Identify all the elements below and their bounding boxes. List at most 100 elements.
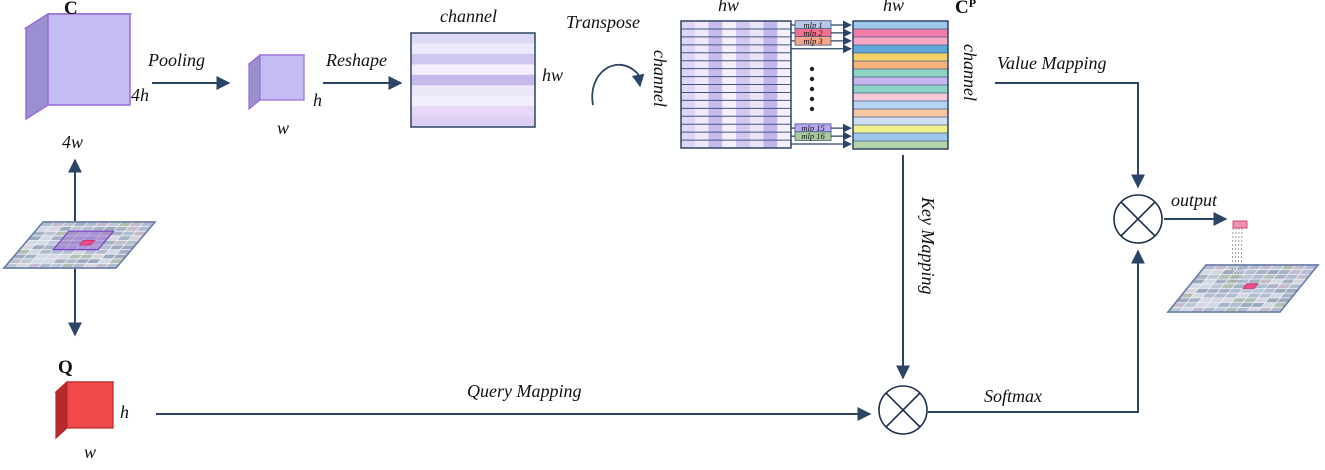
- grid-cell: [67, 254, 83, 259]
- grid-cell: [34, 240, 50, 245]
- mlp-label: mlp 3: [803, 36, 822, 46]
- c-prime-main: C: [955, 0, 969, 18]
- vertical-ellipsis: [809, 66, 815, 112]
- ellipsis-dot: [809, 86, 815, 92]
- mlp-label: mlp 2: [803, 28, 823, 38]
- softmax-arrow: [928, 249, 1145, 413]
- output-stripe: [853, 29, 948, 37]
- reshape-row: [411, 43, 535, 55]
- grid-cell: [1201, 307, 1217, 312]
- grid-border: [2, 221, 157, 269]
- grid-cell: [68, 226, 84, 232]
- mlp-box: [794, 36, 832, 46]
- grid-cell: [1227, 302, 1243, 308]
- reshaped-matrix: [411, 33, 535, 128]
- reshape-row: [411, 74, 535, 86]
- grid-cell: [45, 254, 61, 259]
- reshape-row: [411, 106, 535, 117]
- mlp-label: mlp 16: [801, 131, 825, 141]
- grid-cell: [86, 258, 102, 264]
- dim-4h-label: 4h: [131, 85, 149, 105]
- c-cube-side: [25, 12, 49, 121]
- grid-cell: [82, 263, 98, 268]
- channel-right-rot-label: channel: [960, 44, 980, 101]
- q-cube-front: [66, 381, 114, 429]
- dim-h-label: h: [313, 90, 322, 110]
- output-stripe: [853, 101, 948, 109]
- reshaped-matrix-border: [410, 32, 536, 128]
- grid-cell: [1276, 283, 1292, 289]
- grid-cell: [106, 222, 122, 227]
- grid-cell: [105, 249, 121, 255]
- output-multiply-icon: [1113, 194, 1163, 244]
- grid-cell: [1179, 307, 1195, 312]
- grid-cell: [1194, 302, 1210, 308]
- output-stripe: [853, 37, 948, 45]
- channel-top-label: channel: [440, 6, 497, 26]
- grid-cell: [1242, 297, 1258, 303]
- grid-cell: [1273, 274, 1288, 280]
- q-query-cube: [54, 380, 115, 440]
- dim-hq-label: h: [120, 402, 129, 422]
- grid-cell: [1250, 302, 1266, 308]
- grid-cell: [117, 235, 133, 241]
- grid-cell: [1231, 283, 1247, 289]
- grid-cell: [1235, 307, 1251, 312]
- output-stripe: [853, 93, 948, 101]
- projection-line: [1240, 227, 1243, 285]
- grid-cell: [15, 263, 31, 268]
- transposed-matrix-border: [680, 20, 792, 149]
- reshape-row: [411, 116, 535, 128]
- grid-cell: [1291, 265, 1307, 270]
- grid-cell: [1198, 283, 1214, 289]
- grid-cell: [71, 249, 87, 255]
- dim-4w-label: 4w: [62, 132, 83, 152]
- grid-cell: [34, 254, 50, 259]
- hw-top-left-label: hw: [718, 0, 739, 15]
- grid-cell: [1220, 283, 1236, 289]
- q-label: Q: [58, 357, 73, 378]
- mlp-label: mlp 1: [803, 20, 822, 30]
- grid-cell: [1220, 297, 1236, 303]
- grid-cell: [1205, 302, 1221, 308]
- grid-cell: [1224, 265, 1240, 270]
- reshape-row: [411, 95, 535, 107]
- grid-cell: [105, 235, 121, 241]
- grid-cell: [1202, 279, 1217, 284]
- grid-cell: [1186, 297, 1202, 303]
- grid-cell: [109, 245, 125, 250]
- transpose-arrow: [591, 63, 645, 106]
- grid-cell: [1250, 274, 1266, 280]
- reshape-label: Reshape: [325, 50, 387, 70]
- c-prime-label: CP: [955, 0, 976, 18]
- output-stripe-matrix-border: [852, 20, 949, 150]
- grid-cell: [1246, 293, 1262, 298]
- grid-cell: [1224, 293, 1240, 298]
- reshape-row: [411, 33, 535, 44]
- output-stripe: [853, 69, 948, 77]
- grid-cell: [50, 222, 66, 227]
- pooling-label: Pooling: [147, 50, 205, 70]
- grid-cell: [1235, 279, 1251, 284]
- grid-cell: [49, 249, 65, 255]
- reshape-row: [411, 53, 535, 65]
- grid-cell: [71, 263, 87, 268]
- grid-cell: [63, 258, 79, 264]
- grid-cell: [1288, 269, 1303, 275]
- grid-cell: [23, 254, 39, 259]
- grid-cell: [1216, 302, 1232, 308]
- grid-cell: [1254, 297, 1269, 303]
- grid-cell: [52, 258, 68, 264]
- grid-cell: [1257, 293, 1273, 298]
- value-mapping-label: Value Mapping: [997, 53, 1107, 73]
- grid-cell: [1254, 269, 1270, 275]
- c-feature-cube: [23, 12, 133, 121]
- output-stripe: [853, 109, 948, 117]
- grid-cell: [1276, 269, 1292, 275]
- grid-cell: [1261, 302, 1277, 308]
- grid-cell: [45, 240, 61, 245]
- grid-cell: [93, 263, 109, 268]
